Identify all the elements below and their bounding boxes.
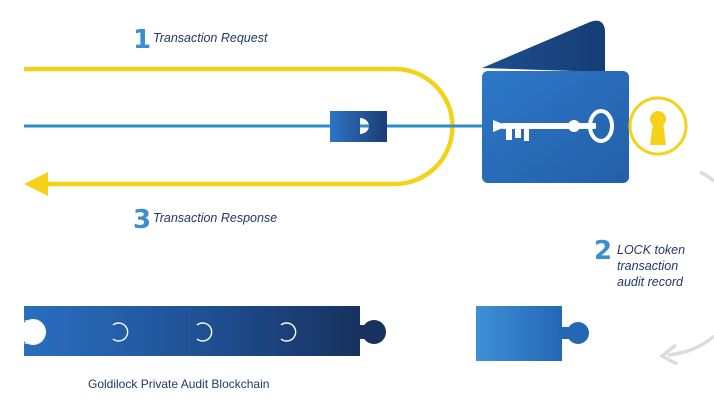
chain-link-icon (280, 322, 297, 342)
blockchain-bar-tab (362, 320, 386, 344)
wallet-icon (482, 20, 629, 183)
step-2-label-line-2: transaction (617, 259, 678, 273)
step-3-number: 3 (133, 205, 151, 235)
blockchain-bar-notch (20, 319, 46, 345)
keyhole-icon (628, 96, 688, 156)
step-2-number: 2 (594, 236, 612, 266)
chain-link-icon (112, 322, 129, 342)
blockchain-bar (20, 306, 386, 356)
curved-arrow-icon (667, 334, 714, 357)
step-1-label: Transaction Request (153, 31, 268, 45)
curved-arrowhead (658, 343, 678, 366)
gray-arc-top (699, 170, 714, 183)
step-2-label-line-1: LOCK token (617, 243, 685, 257)
step-1-number: 1 (133, 25, 151, 55)
chain-link-icon (196, 322, 213, 342)
line-puzzle-piece-icon (330, 111, 387, 142)
puzzle-piece-icon (476, 306, 589, 361)
response-arrowhead-icon (24, 172, 48, 196)
key-icon (493, 109, 614, 143)
step-2-label-line-3: audit record (617, 275, 684, 289)
wallet-flap (482, 20, 605, 72)
blockchain-caption: Goldilock Private Audit Blockchain (88, 377, 269, 391)
step-3-label: Transaction Response (153, 211, 277, 225)
